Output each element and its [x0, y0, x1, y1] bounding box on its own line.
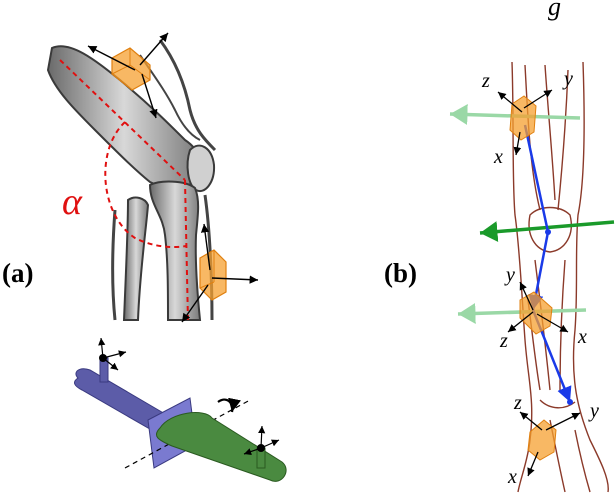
leg-axes-top	[497, 89, 553, 156]
axis-label-bottom-y: y	[590, 400, 599, 422]
axis-label-bottom-x: x	[508, 466, 517, 488]
calf-outline	[111, 209, 117, 321]
femur-rim	[158, 39, 217, 152]
segment-joints	[545, 229, 573, 405]
panel-a-label: (a)	[2, 258, 34, 288]
tibia-bone	[148, 180, 202, 321]
axis-label-mid-x: x	[578, 326, 587, 348]
thigh-axis	[59, 59, 186, 181]
shank-sensor	[199, 249, 227, 301]
axis-label-top-y: y	[564, 68, 573, 90]
fibula-bone	[122, 196, 150, 321]
lower-segment	[156, 412, 287, 482]
axis-label-top-x: x	[494, 146, 503, 168]
leg-sensor-mid	[519, 291, 553, 335]
lower-frame-axes	[243, 425, 280, 455]
upper-frame-axes	[98, 337, 127, 371]
leg-outline-right	[572, 61, 609, 493]
leg-sensor-bottom	[527, 419, 557, 461]
rotation-arrow	[217, 397, 242, 413]
leg-muscle-line-3	[557, 69, 569, 211]
foot-line-2	[574, 429, 591, 493]
angle-label: α	[62, 181, 82, 223]
shin-line-2	[559, 259, 566, 391]
knee-illustration	[46, 32, 259, 323]
shank-sensor-axes	[181, 223, 259, 323]
leg-axes-bottom	[519, 411, 581, 477]
axis-label-mid-y: y	[506, 264, 515, 286]
knee-cap-outline	[528, 206, 572, 253]
joint-model	[74, 337, 287, 482]
axis-label-bottom-z: z	[514, 392, 522, 414]
axis-label-top-z: z	[482, 70, 490, 92]
shank-axis	[184, 179, 189, 323]
leg-axes-mid	[507, 281, 569, 333]
axis-label-mid-z: z	[500, 330, 508, 352]
thigh-sensor-axes	[87, 32, 169, 119]
patella	[186, 144, 216, 193]
panel-b-label: (b)	[384, 258, 417, 288]
leg-muscle-line-2	[544, 64, 556, 201]
corner-fragment: g	[548, 0, 561, 21]
angle-arc	[104, 121, 187, 248]
